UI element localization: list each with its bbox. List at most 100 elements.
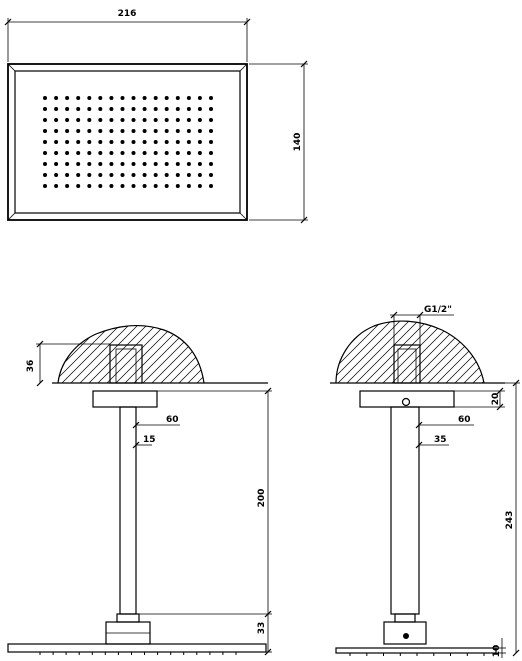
- plate-thickness-dimension: 10: [492, 638, 506, 658]
- nozzle: [109, 184, 114, 188]
- nozzle: [87, 129, 92, 133]
- nozzle: [54, 96, 59, 100]
- nozzle: [186, 173, 191, 177]
- nozzle: [153, 151, 158, 155]
- nozzle: [54, 118, 59, 122]
- side-shower-arm: [390, 406, 420, 615]
- hatch-line: [336, 321, 343, 383]
- nozzle: [164, 107, 169, 111]
- hatch-line: [388, 321, 460, 383]
- nozzle: [65, 162, 70, 166]
- hatch-line: [157, 325, 204, 383]
- hatch-line: [352, 321, 424, 383]
- flange-dimension-label: 60: [166, 415, 179, 425]
- nozzle: [197, 151, 202, 155]
- side-nozzle-row: [349, 653, 485, 656]
- nozzle: [76, 151, 81, 155]
- hatch-line: [112, 325, 182, 383]
- nozzle: [98, 184, 103, 188]
- nozzle: [175, 184, 180, 188]
- nozzle: [197, 129, 202, 133]
- nozzle: [164, 173, 169, 177]
- nozzle: [186, 107, 191, 111]
- nozzle: [131, 129, 136, 133]
- nozzle: [87, 173, 92, 177]
- hatch-line: [478, 321, 484, 383]
- nozzle: [142, 118, 147, 122]
- arm-length-label: 200: [257, 489, 267, 508]
- hatch-line: [85, 325, 155, 383]
- nozzle: [54, 129, 59, 133]
- nozzle: [209, 118, 213, 122]
- nozzle: [131, 140, 136, 144]
- side-shower-plate: [335, 647, 497, 654]
- wall-depth-label: 36: [26, 360, 36, 373]
- nozzle: [164, 151, 169, 155]
- hatch-line: [442, 321, 484, 383]
- nozzle: [153, 118, 158, 122]
- nozzle: [54, 184, 59, 188]
- nozzle: [43, 184, 47, 188]
- nozzle: [109, 118, 114, 122]
- hatch-line: [148, 325, 204, 383]
- nozzle: [109, 129, 114, 133]
- nozzle: [186, 118, 191, 122]
- hatch-line: [58, 325, 119, 383]
- nozzle: [87, 162, 92, 166]
- nozzle: [186, 162, 191, 166]
- hatch-line: [336, 321, 370, 383]
- nozzle: [186, 184, 191, 188]
- nozzle: [98, 129, 103, 133]
- nozzle: [153, 173, 158, 177]
- top-view: 216 140: [4, 9, 308, 224]
- hatch-line: [58, 325, 128, 383]
- set-screw-icon: [401, 397, 411, 407]
- hatch-line: [336, 321, 352, 383]
- nozzle: [98, 151, 103, 155]
- nozzle: [197, 107, 202, 111]
- nozzle: [109, 162, 114, 166]
- hatch-line: [469, 321, 484, 383]
- hatch-line: [336, 321, 379, 383]
- nozzle: [131, 173, 136, 177]
- cover-height-dimension: 20: [454, 387, 505, 411]
- nozzle: [197, 140, 202, 144]
- nozzle: [197, 184, 202, 188]
- front-view: 36 60 15 200: [0, 318, 272, 656]
- nozzle: [186, 96, 191, 100]
- side-pipe-dimension: 35: [415, 435, 449, 449]
- nozzle: [131, 118, 136, 122]
- nozzle: [120, 118, 125, 122]
- hatch-line: [58, 325, 110, 383]
- side-head-screw-icon: [403, 633, 409, 639]
- nozzle: [142, 107, 147, 111]
- nozzle: [98, 140, 103, 144]
- nozzle: [153, 162, 158, 166]
- hatch-line: [193, 325, 204, 383]
- height-dimension: 140: [249, 60, 308, 224]
- nozzle: [142, 129, 147, 133]
- nozzle: [43, 162, 47, 166]
- nozzle: [175, 162, 180, 166]
- nozzle: [76, 184, 81, 188]
- nozzle: [65, 96, 70, 100]
- nozzle: [76, 140, 81, 144]
- nozzle: [43, 96, 47, 100]
- nozzle-grid: [43, 96, 213, 188]
- hatch-line: [460, 321, 484, 383]
- nozzle: [142, 96, 147, 100]
- nozzle: [142, 151, 147, 155]
- nozzle: [142, 140, 147, 144]
- nozzle: [54, 140, 59, 144]
- hatch-line: [0, 318, 55, 386]
- nozzle: [164, 129, 169, 133]
- flange-dimension: 60: [132, 415, 180, 429]
- head-height-dimension: 33: [257, 614, 272, 656]
- total-length-label: 243: [505, 511, 515, 530]
- nozzle: [209, 162, 213, 166]
- nozzle: [120, 96, 125, 100]
- side-view: G1/2" 20 60 35: [330, 305, 520, 658]
- side-shower-head-body: [383, 621, 427, 645]
- nozzle: [197, 173, 202, 177]
- hatch-line: [336, 321, 406, 383]
